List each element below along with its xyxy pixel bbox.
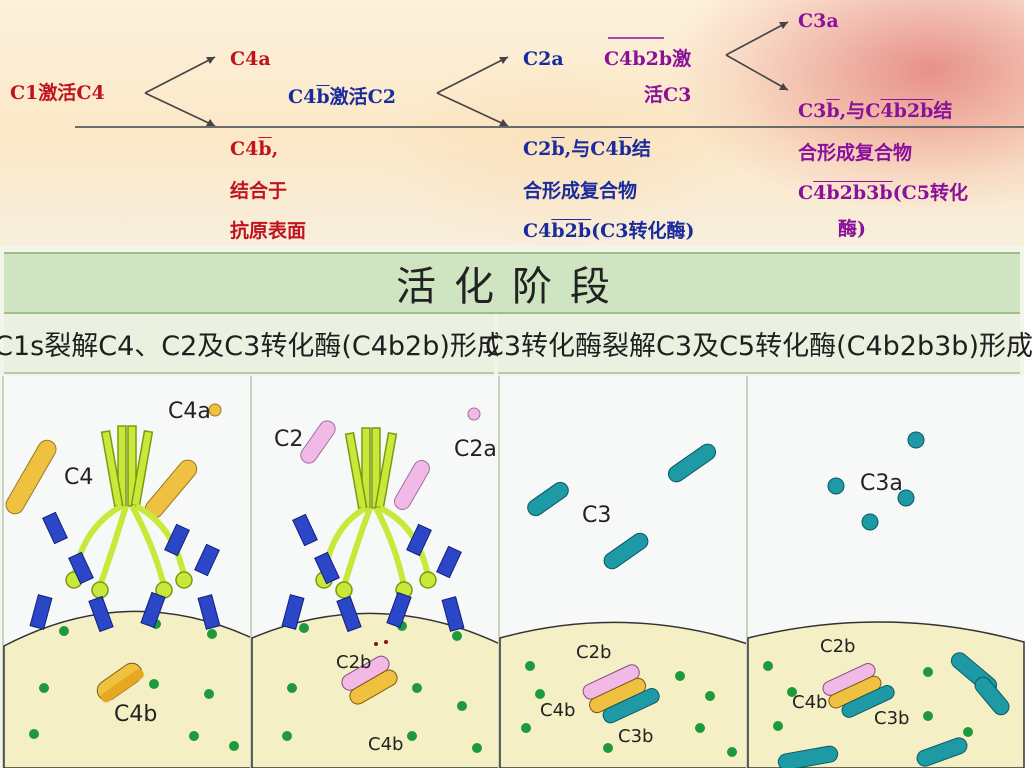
slide-top-area: C1激活C4 C4a C4b激活C2 C4b, 结合于 抗原表面 C2a C4b…: [0, 0, 1024, 246]
arrow-to-c3b: [725, 54, 789, 91]
c2a-fragment: [467, 407, 481, 421]
c4b-bind-line2: 结合于: [230, 180, 288, 202]
c4b-text: C4b: [368, 734, 403, 755]
panel-c3-cleavage: C3 C2b C4b C3b: [498, 376, 749, 768]
c4b-text: C4b: [114, 702, 157, 727]
c3b-text: C3b: [874, 708, 909, 729]
antibody-group: [29, 511, 221, 633]
c2b-text: C2b: [576, 642, 611, 663]
c4a-fragment: [208, 403, 222, 417]
c2b-bind-label: C2b,与C4b结: [523, 138, 651, 160]
panel-4-art: C3a C2b C4b C3b: [747, 431, 1025, 768]
c1-activate-c4-label: C1激活C4: [10, 82, 105, 104]
antibody-group: [281, 513, 465, 633]
c4a-text: C4a: [168, 399, 211, 424]
panel-1-art: C4 C4a C4b: [3, 399, 253, 768]
arrow-to-c2a: [436, 56, 509, 94]
convertase-complex: [822, 663, 895, 718]
c2-rod: [300, 420, 336, 464]
arrow-to-c2b: [436, 92, 509, 127]
panel-c2-binding: C2 C2a C2b C4b: [250, 376, 501, 768]
subtitle-right: C3转化酶裂解C3及C5转化酶(C4b2b3b)形成: [485, 314, 1033, 374]
convertase-complex: [582, 664, 660, 724]
c3b-bind-line2: 合形成复合物: [798, 142, 913, 164]
c5-convertase-label: C4b2b3b(C5转化: [798, 182, 968, 204]
c2-text: C2: [274, 427, 303, 452]
c3-rod-2: [667, 443, 717, 483]
panel-3-art: C3 C2b C4b C3b: [499, 443, 749, 768]
c4b-fragment: [96, 662, 144, 703]
c4-rod: [5, 439, 57, 515]
c2-rod-2: [394, 460, 430, 510]
c4b-text: C4b: [792, 692, 827, 713]
c3b-text: C3b: [618, 726, 653, 747]
c3-convertase-label: C4b2b(C3转化酶): [523, 220, 695, 242]
c1-complex: [315, 427, 437, 599]
c3-rod-3: [603, 532, 649, 570]
c3b-rod-2: [974, 676, 1010, 716]
c3-rod: [527, 481, 569, 517]
panel-c1s-cleaves-c4: C4 C4a C4b: [2, 376, 253, 768]
c2b-text: C2b: [336, 652, 371, 673]
c4-text: C4: [64, 465, 93, 490]
c2b-c4b-complex: [341, 655, 398, 705]
divider-line: [75, 126, 1024, 128]
c2a-label: C2a: [523, 48, 564, 70]
c4b-text: C4b: [540, 700, 575, 721]
c4b-bind-line3: 抗原表面: [230, 220, 307, 242]
panel-c5-convertase: C3a C2b C4b C3b: [746, 376, 1025, 768]
membrane-dots: [763, 661, 973, 737]
arrow-to-c4b: [144, 92, 216, 127]
c4b-activate-c2-label: C4b激活C2: [288, 86, 396, 108]
figure-title: 活化阶段: [4, 252, 1020, 314]
activation-stage-figure: 活化阶段 C1s裂解C4、C2及C3转化酶(C4b2b)形成 C3转化酶裂解C3…: [0, 246, 1033, 768]
c5-convertase-line2: 酶): [838, 218, 866, 240]
c3a-text: C3a: [860, 471, 903, 496]
c4a-label: C4a: [230, 48, 271, 70]
subtitle-left: C1s裂解C4、C2及C3转化酶(C4b2b)形成: [0, 314, 504, 374]
c2b-text: C2b: [820, 636, 855, 657]
pathway-arrows: [144, 21, 789, 127]
c3a-dots: [827, 431, 925, 531]
arrow-to-c3a: [725, 21, 789, 56]
c2b-bind-line2: 合形成复合物: [523, 180, 638, 202]
c2a-text: C2a: [454, 437, 497, 462]
c4b-bind-label: C4b,: [230, 138, 279, 160]
c3-text: C3: [582, 503, 611, 528]
c3a-label: C3a: [798, 10, 839, 32]
arrow-to-c4a: [144, 56, 216, 94]
c1-complex: [65, 425, 193, 599]
panel-2-art: C2 C2a C2b C4b: [251, 407, 501, 768]
c3b-rod-3: [777, 745, 839, 768]
c3b-rod-4: [916, 737, 968, 767]
c4b2b-activate-c3-line2: 活C3: [644, 84, 692, 106]
membrane-dots: [521, 661, 737, 757]
c4b2b-activate-c3-label: C4b2b激: [604, 48, 692, 70]
c3b-bind-label: C3b,与C4b2b结: [798, 100, 953, 122]
